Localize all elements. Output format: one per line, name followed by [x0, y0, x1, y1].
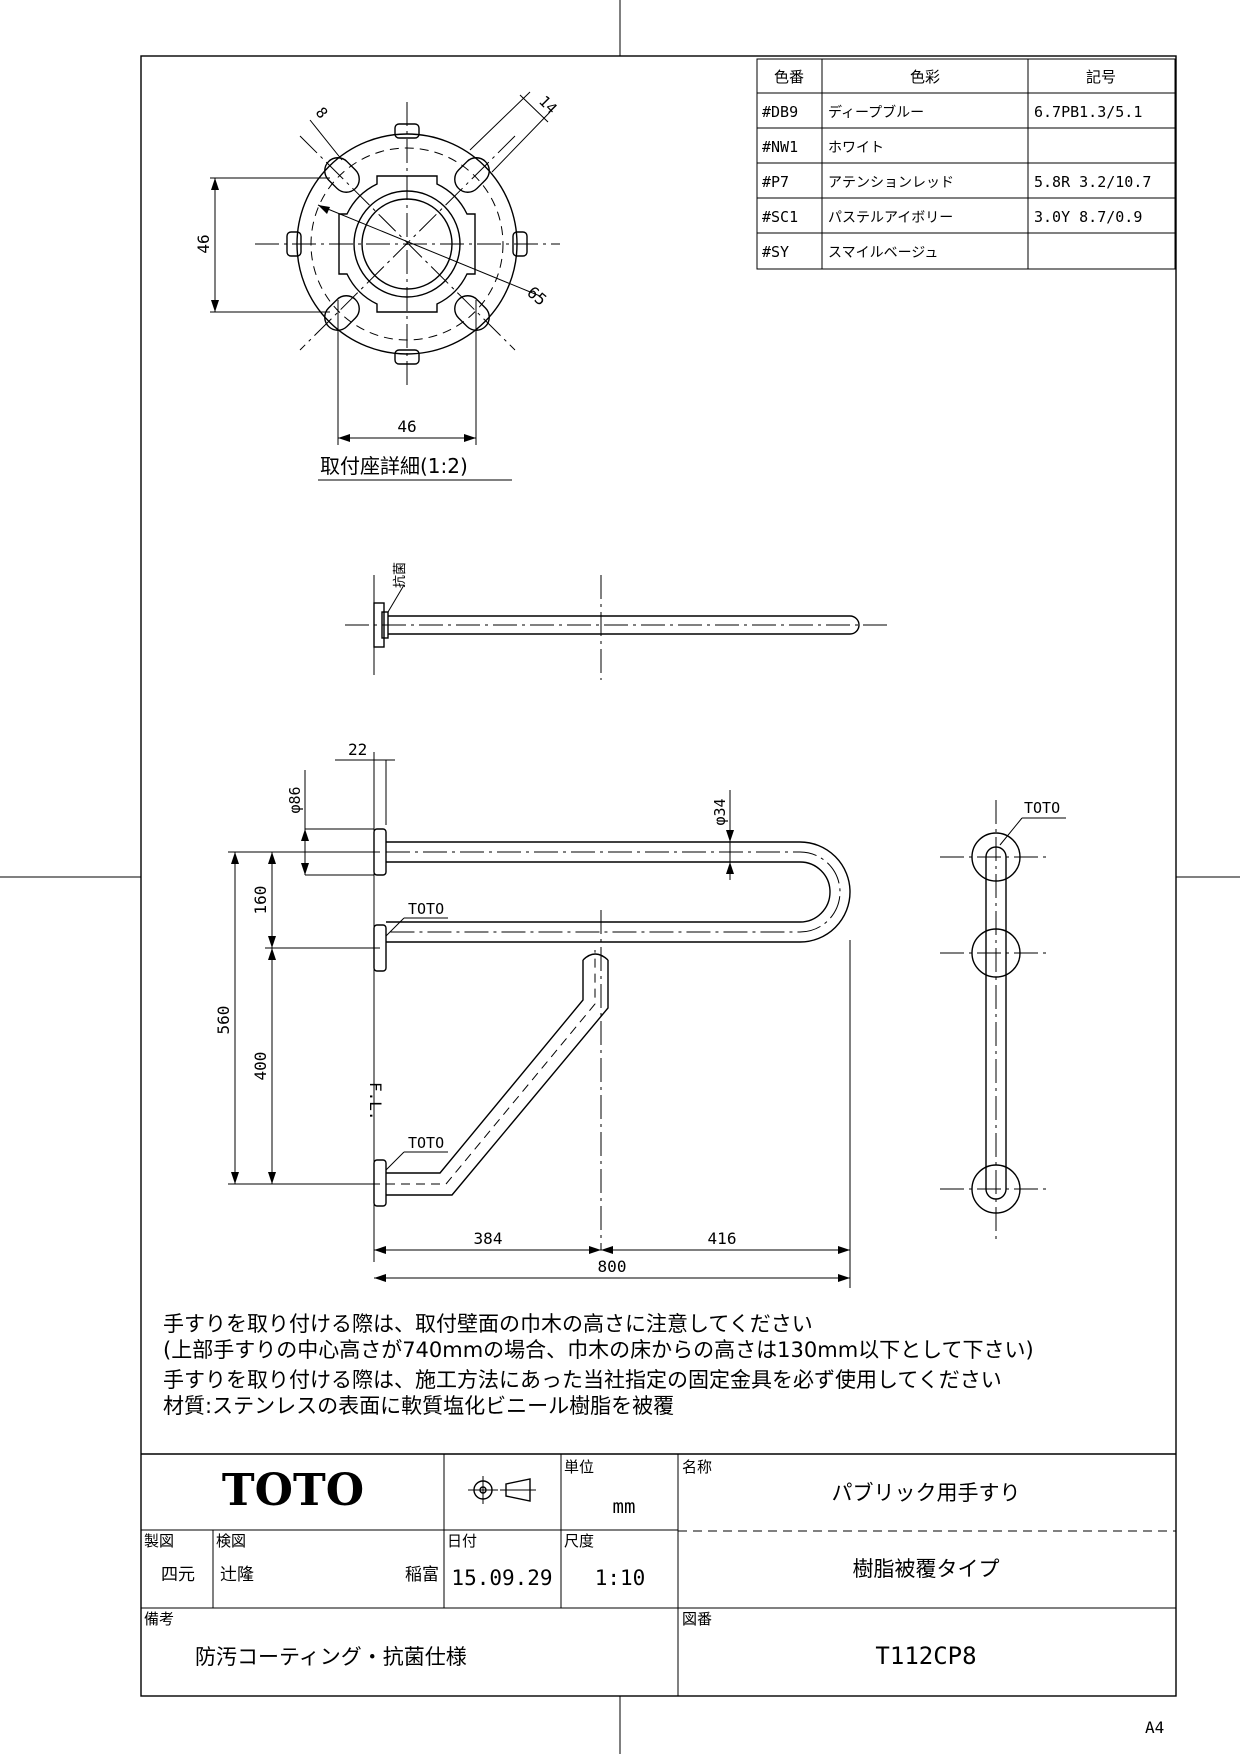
color-code: #SC1 — [762, 208, 798, 226]
date-label: 日付 — [447, 1532, 477, 1550]
date-value: 15.09.29 — [451, 1566, 552, 1590]
notes: 手すりを取り付ける際は、取付壁面の巾木の高さに注意してください (上部手すりの中… — [163, 1312, 1034, 1418]
color-code: #P7 — [762, 173, 789, 191]
dim-phi34: φ34 — [711, 798, 729, 825]
color-code: #SY — [762, 243, 789, 261]
color-symbol: 5.8R 3.2/10.7 — [1034, 173, 1151, 191]
antibacterial-label: 抗菌 — [393, 562, 408, 588]
toto-label-upper: TOTO — [408, 900, 444, 918]
color-table: 色番 色彩 記号 #DB9 ディープブルー 6.7PB1.3/5.1 #NW1 … — [756, 58, 1176, 270]
remarks-value: 防汚コーティング・抗菌仕様 — [195, 1645, 467, 1669]
checked-value-2: 稲富 — [405, 1565, 439, 1585]
drawing-number: T112CP8 — [875, 1642, 976, 1670]
name-label: 名称 — [682, 1458, 712, 1476]
color-name: パステルアイボリー — [828, 210, 953, 226]
color-symbol: 3.0Y 8.7/0.9 — [1034, 208, 1142, 226]
title-block: TOTO 単位 mm 名称 パブリック用手すり 樹脂被覆タイプ 製図 四元 検図… — [141, 1453, 1176, 1696]
dim-phi86: φ86 — [286, 786, 304, 813]
color-code: #NW1 — [762, 138, 798, 156]
color-code: #DB9 — [762, 103, 798, 121]
toto-label-side: TOTO — [1024, 799, 1060, 817]
color-table-header-code: 色番 — [774, 68, 804, 86]
drawn-label: 製図 — [144, 1532, 174, 1550]
color-name: アテンションレッド — [828, 175, 954, 191]
dim-65: 65 — [523, 283, 550, 310]
scale-label: 尺度 — [564, 1532, 594, 1550]
dim-46-horizontal: 46 — [397, 417, 416, 436]
note-line: 材質:ステンレスの表面に軟質塩化ビニール樹脂を被覆 — [163, 1394, 674, 1418]
mounting-base-detail: 46 46 8 14 65 取付座詳細(1:2) — [194, 91, 561, 481]
front-view: 22 φ86 φ34 160 400 560 F.L. TOTO TOTO — [214, 740, 851, 1288]
toto-logo: TOTO — [222, 1465, 364, 1516]
dim-160: 160 — [251, 886, 270, 915]
color-symbol: 6.7PB1.3/5.1 — [1034, 103, 1142, 121]
color-table-header-symbol: 記号 — [1086, 68, 1116, 86]
product-subtitle: 樹脂被覆タイプ — [853, 1557, 1000, 1581]
projection-symbol-icon — [468, 1476, 536, 1504]
dim-400: 400 — [251, 1052, 270, 1081]
drawn-value: 四元 — [161, 1565, 195, 1585]
dim-46-vertical: 46 — [194, 234, 213, 253]
color-name: ディープブルー — [828, 104, 924, 121]
drawing-no-label: 図番 — [682, 1610, 712, 1628]
color-name: ホワイト — [828, 140, 884, 156]
note-line: (上部手すりの中心高さが740mmの場合、巾木の床からの高さは130mm以下とし… — [163, 1338, 1034, 1362]
dim-416: 416 — [708, 1229, 737, 1248]
dim-560: 560 — [214, 1006, 233, 1035]
dim-800: 800 — [598, 1257, 627, 1276]
detail-caption: 取付座詳細(1:2) — [320, 454, 468, 478]
toto-label-lower: TOTO — [408, 1134, 444, 1152]
color-name: スマイルベージュ — [828, 245, 938, 261]
side-view: TOTO — [940, 799, 1066, 1240]
dim-384: 384 — [474, 1229, 503, 1248]
product-name: パブリック用手すり — [832, 1481, 1021, 1505]
note-line: 手すりを取り付ける際は、施工方法にあった当社指定の固定金具を必ず使用してください — [163, 1368, 1002, 1392]
checked-label: 検図 — [216, 1532, 246, 1550]
checked-value: 辻隆 — [220, 1565, 254, 1585]
color-table-header-name: 色彩 — [910, 68, 940, 86]
scale-value: 1:10 — [595, 1566, 646, 1590]
dim-8: 8 — [312, 104, 332, 122]
paper-size: A4 — [1145, 1718, 1164, 1737]
drawing-frame — [140, 55, 1177, 1697]
note-line: 手すりを取り付ける際は、取付壁面の巾木の高さに注意してください — [163, 1312, 813, 1336]
unit-label: 単位 — [564, 1458, 594, 1476]
floor-line-label: F.L. — [366, 1082, 385, 1121]
remarks-label: 備考 — [144, 1610, 174, 1628]
dim-22: 22 — [348, 740, 367, 759]
unit-value: mm — [613, 1496, 636, 1518]
top-view: 抗菌 — [345, 562, 890, 680]
